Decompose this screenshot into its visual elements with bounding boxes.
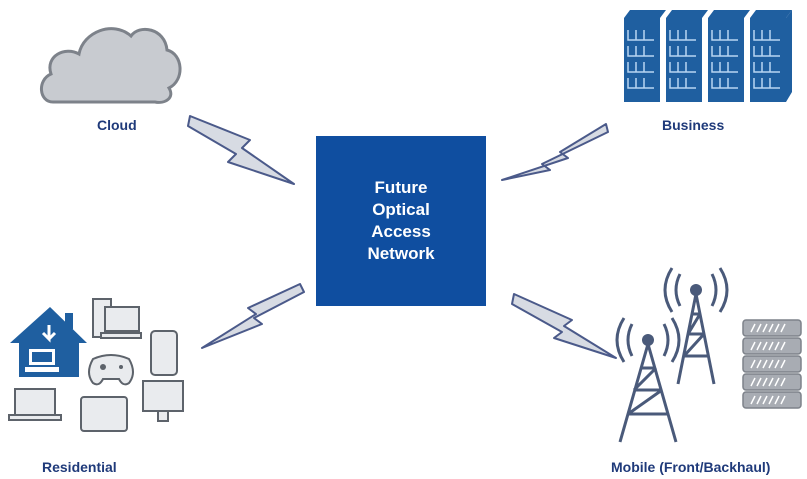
cloud-label: Cloud bbox=[97, 117, 137, 133]
cloud-icon bbox=[40, 27, 182, 104]
office-buildings-icon bbox=[624, 10, 792, 102]
lightning-link-icon bbox=[501, 123, 609, 181]
center-line-3: Access bbox=[371, 222, 431, 241]
business-label: Business bbox=[662, 117, 725, 133]
mobile-label: Mobile (Front/Backhaul) bbox=[611, 459, 771, 475]
lightning-link-icon bbox=[511, 293, 617, 359]
cell-towers-icon bbox=[615, 267, 729, 443]
house-devices-icon bbox=[8, 298, 184, 432]
center-line-2: Optical bbox=[372, 200, 430, 219]
center-line-1: Future bbox=[374, 178, 428, 197]
center-network-box: Future Optical Access Network bbox=[316, 136, 486, 306]
server-rack-icon bbox=[742, 319, 802, 409]
lightning-link-icon bbox=[187, 115, 295, 185]
residential-label: Residential bbox=[42, 459, 117, 475]
center-line-4: Network bbox=[367, 244, 435, 263]
lightning-link-icon bbox=[201, 283, 305, 349]
